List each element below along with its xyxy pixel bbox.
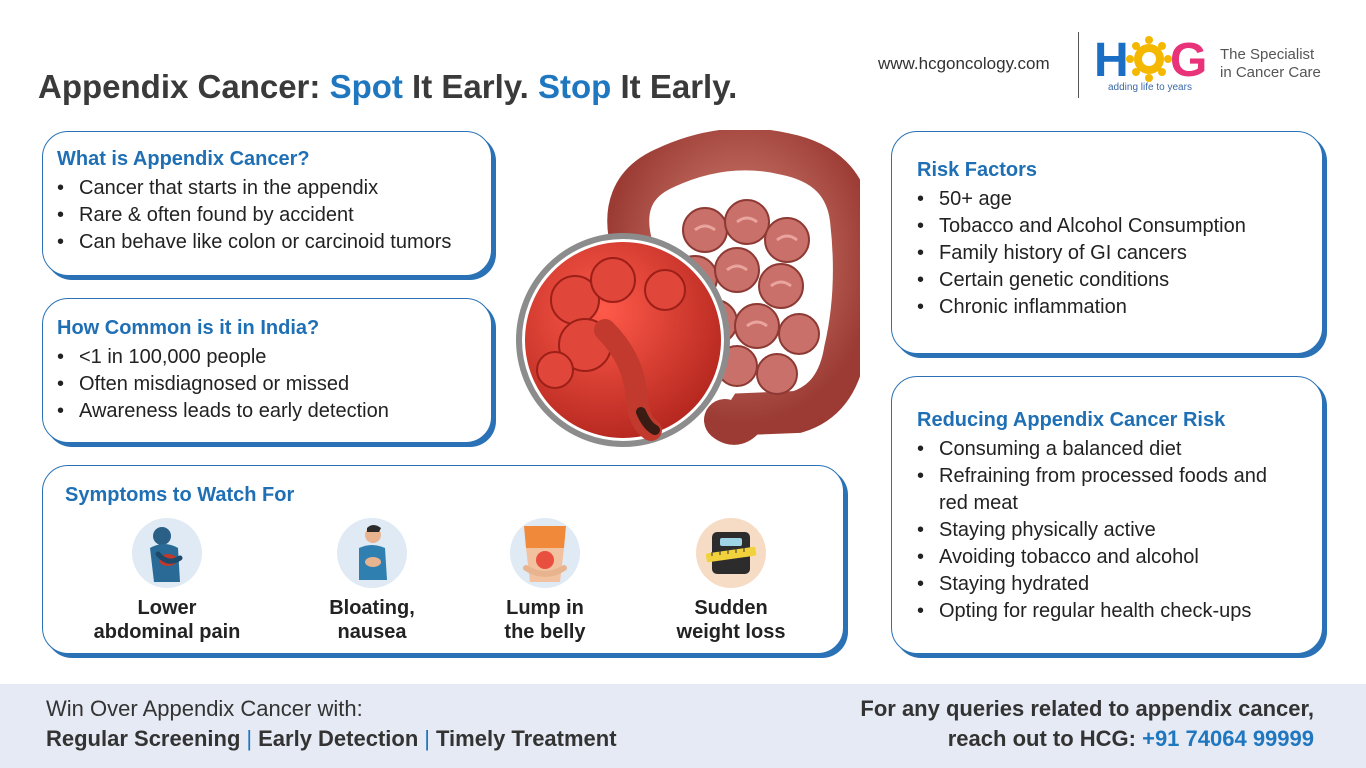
page-title: Appendix Cancer: Spot It Early. Stop It … xyxy=(38,68,738,105)
symptom-label-line1: Lump in xyxy=(506,597,584,619)
symptoms-heading: Symptoms to Watch For xyxy=(65,484,295,506)
phone-number[interactable]: +91 74064 99999 xyxy=(1142,726,1314,751)
how-common-heading: How Common is it in India? xyxy=(57,317,320,339)
svg-text:H: H xyxy=(1094,34,1129,84)
symptom-label-line2: weight loss xyxy=(676,621,786,643)
what-is-heading: What is Appendix Cancer? xyxy=(57,148,310,170)
reducing-risk-heading: Reducing Appendix Cancer Risk xyxy=(917,409,1226,431)
footer-step: Early Detection xyxy=(258,726,419,751)
symptom-item: Sudden weight loss xyxy=(631,518,831,644)
what-is-card: What is Appendix Cancer? Cancer that sta… xyxy=(42,131,492,276)
footer-contact-line2: reach out to HCG: +91 74064 99999 xyxy=(947,726,1314,751)
list-item: Opting for regular health check-ups xyxy=(917,598,1297,625)
footer-intro: Win Over Appendix Cancer with: xyxy=(46,696,363,721)
bloating-icon xyxy=(337,518,407,588)
footer-separator: | xyxy=(246,726,253,751)
footer-left: Win Over Appendix Cancer with: Regular S… xyxy=(46,696,617,752)
symptom-label-line2: nausea xyxy=(337,621,407,643)
footer-step: Regular Screening xyxy=(46,726,241,751)
colon-appendix-illustration xyxy=(516,130,860,447)
list-item: Certain genetic conditions xyxy=(917,267,1297,294)
abdominal-pain-icon xyxy=(132,518,202,588)
list-item: Family history of GI cancers xyxy=(917,240,1297,267)
weight-scale-icon xyxy=(696,518,766,588)
list-item: Consuming a balanced diet xyxy=(917,436,1297,463)
list-item: Staying physically active xyxy=(917,517,1297,544)
list-item: Chronic inflammation xyxy=(917,294,1297,321)
list-item: Staying hydrated xyxy=(917,571,1297,598)
symptom-label-line1: Sudden xyxy=(694,597,768,619)
footer-right: For any queries related to appendix canc… xyxy=(860,696,1314,752)
logo-tagline: adding life to years xyxy=(1108,82,1192,93)
risk-factors-card: Risk Factors 50+ age Tobacco and Alcohol… xyxy=(891,131,1323,354)
footer-steps: Regular Screening|Early Detection|Timely… xyxy=(46,726,617,752)
svg-text:G: G xyxy=(1170,34,1207,84)
list-item: <1 in 100,000 people xyxy=(57,344,477,371)
what-is-list: Cancer that starts in the appendix Rare … xyxy=(57,175,477,256)
symptom-label-line1: Bloating, xyxy=(329,597,415,619)
symptom-label-line1: Lower xyxy=(137,597,197,619)
symptom-item: Lump in the belly xyxy=(445,518,645,644)
symptoms-row: Lower abdominal pain Bloating, nausea xyxy=(43,518,843,648)
list-item: Tobacco and Alcohol Consumption xyxy=(917,213,1297,240)
lump-icon xyxy=(510,518,580,588)
list-item: Cancer that starts in the appendix xyxy=(57,175,477,202)
reducing-risk-list: Consuming a balanced diet Refraining fro… xyxy=(917,436,1297,625)
risk-factors-list: 50+ age Tobacco and Alcohol Consumption … xyxy=(917,186,1297,321)
risk-factors-heading: Risk Factors xyxy=(917,159,1038,181)
footer-separator: | xyxy=(424,726,430,751)
how-common-list: <1 in 100,000 people Often misdiagnosed … xyxy=(57,344,477,425)
footer-banner: Win Over Appendix Cancer with: Regular S… xyxy=(0,684,1366,768)
symptom-item: Bloating, nausea xyxy=(272,518,472,644)
list-item: Awareness leads to early detection xyxy=(57,398,477,425)
specialist-tagline: The Specialist in Cancer Care xyxy=(1220,46,1321,81)
how-common-card: How Common is it in India? <1 in 100,000… xyxy=(42,298,492,443)
list-item: Refraining from processed foods and red … xyxy=(917,463,1297,517)
list-item: Often misdiagnosed or missed xyxy=(57,371,477,398)
symptom-label-line2: abdominal pain xyxy=(93,621,241,643)
symptom-item: Lower abdominal pain xyxy=(67,518,267,644)
symptom-label-line2: the belly xyxy=(504,621,586,643)
website-link[interactable]: www.hcgoncology.com xyxy=(878,54,1050,73)
list-item: 50+ age xyxy=(917,186,1297,213)
list-item: Can behave like colon or carcinoid tumor… xyxy=(57,229,477,256)
hcg-logo: H G xyxy=(1094,34,1207,84)
list-item: Rare & often found by accident xyxy=(57,202,477,229)
footer-contact-line1: For any queries related to appendix canc… xyxy=(860,696,1314,721)
footer-step: Timely Treatment xyxy=(436,726,617,751)
header-divider xyxy=(1078,32,1079,98)
list-item: Avoiding tobacco and alcohol xyxy=(917,544,1297,571)
reducing-risk-card: Reducing Appendix Cancer Risk Consuming … xyxy=(891,376,1323,654)
symptoms-card: Symptoms to Watch For Lower abdominal pa… xyxy=(42,465,844,654)
